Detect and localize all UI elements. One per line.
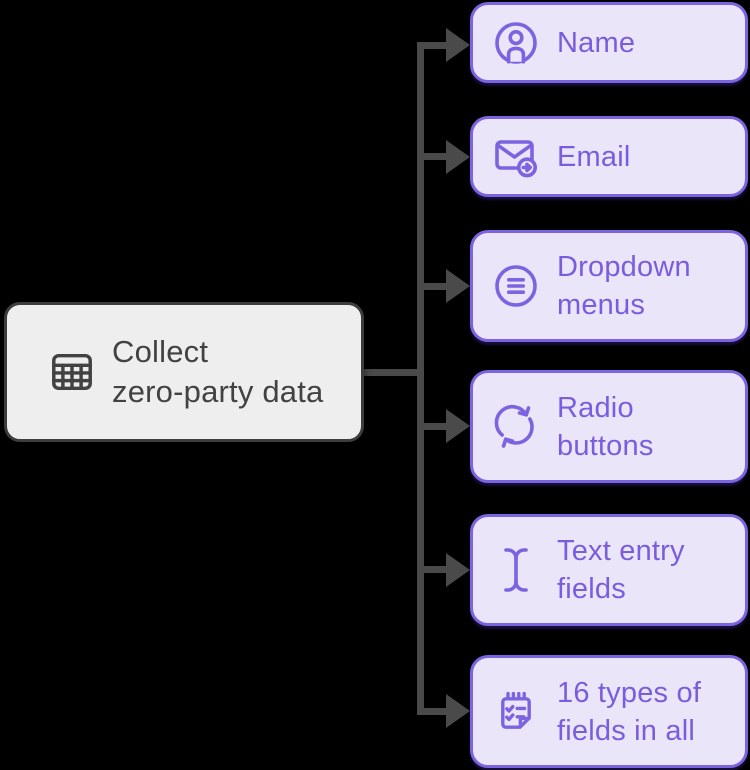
node-label: Text entry fields (557, 532, 685, 608)
connector-branch-radio-buttons (417, 423, 448, 430)
arrowhead-name (446, 28, 470, 62)
arrowhead-16-types (446, 694, 470, 728)
menu-circle-icon (495, 265, 537, 307)
node-label-line: fields (557, 573, 626, 605)
node-radio-buttons: Radio buttons (470, 370, 748, 483)
node-label-line: Radio (557, 391, 634, 424)
table-grid-icon (52, 353, 92, 391)
root-node-label: Collect zero-party data (112, 332, 324, 412)
node-label-line: 16 types of (557, 676, 702, 709)
node-label: Dropdown menus (557, 248, 691, 324)
connector-branch-16-types (417, 708, 448, 715)
node-label-line: Dropdown (557, 251, 691, 283)
connector-trunk (417, 42, 424, 715)
mail-arrow-icon (495, 139, 537, 177)
node-label-line: Email (557, 140, 631, 173)
node-label-line: Name (557, 26, 636, 59)
node-label: Name (557, 24, 635, 62)
refresh-circle-icon (494, 404, 534, 448)
node-collect-zero-party-data: Collect zero-party data (4, 302, 364, 442)
node-16-types-of-fields: 16 types of fields in all (470, 655, 748, 768)
root-label-line-1: Collect (112, 334, 209, 369)
node-label-line: buttons (557, 429, 654, 462)
node-label-line: menus (557, 289, 646, 321)
connector-branch-name (417, 42, 448, 49)
node-email: Email (470, 116, 748, 197)
node-text-entry-fields: Text entry fields (470, 514, 748, 626)
arrowhead-radio-buttons (446, 409, 470, 443)
connector-root-link (360, 369, 424, 376)
connector-branch-dropdown-menus (417, 283, 448, 290)
arrowhead-email (446, 140, 470, 174)
node-name: Name (470, 2, 748, 83)
user-circle-icon (495, 21, 537, 64)
node-label-line: fields in all (557, 714, 695, 747)
arrowhead-dropdown-menus (446, 269, 470, 303)
text-cursor-icon (504, 548, 528, 592)
node-dropdown-menus: Dropdown menus (470, 230, 748, 342)
node-label: Email (557, 138, 631, 176)
arrowhead-text-entry-fields (446, 553, 470, 587)
root-label-line-2: zero-party data (112, 374, 324, 409)
node-label: Radio buttons (557, 389, 654, 465)
connector-branch-email (417, 153, 448, 160)
node-label: 16 types of fields in all (557, 674, 701, 750)
checklist-notepad-icon (501, 691, 531, 729)
node-label-line: Text entry (557, 535, 685, 567)
connector-branch-text-entry-fields (417, 566, 448, 573)
